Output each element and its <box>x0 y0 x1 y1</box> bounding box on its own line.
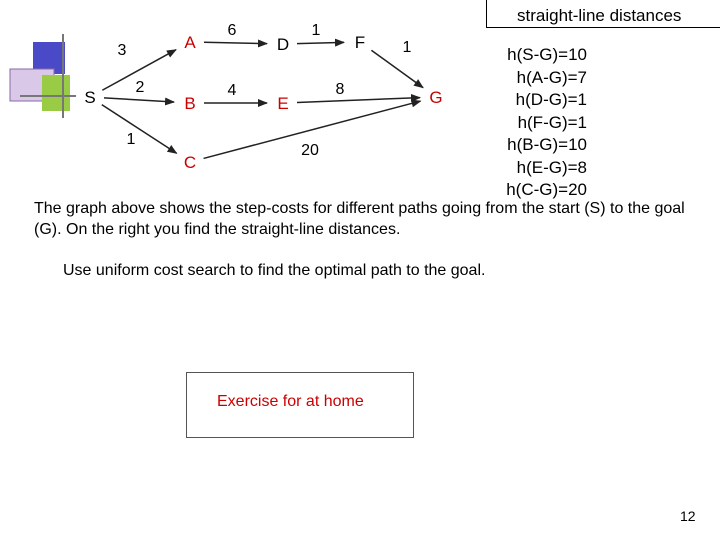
heuristic-item: h(C-G)=20 <box>506 180 587 199</box>
edge-cost-label: 2 <box>136 79 145 96</box>
edge-f-g <box>370 49 424 89</box>
edge-a-d <box>203 39 269 48</box>
heuristics-list: h(S-G)=10 h(A-G)=7 h(D-G)=1 h(F-G)=1 h(B… <box>487 44 587 202</box>
node-label: E <box>277 94 288 113</box>
node-label: F <box>355 33 365 52</box>
edge-cost-label: 8 <box>336 81 345 98</box>
heuristic-item: h(S-G)=10 <box>507 45 587 64</box>
edge-c-g <box>203 99 422 160</box>
node-s: S <box>76 83 104 111</box>
edge-s-b <box>103 97 176 106</box>
corner-decoration <box>9 34 100 118</box>
node-background <box>346 28 374 56</box>
node-background <box>422 83 450 111</box>
node-background <box>176 89 204 117</box>
graph-edges <box>101 38 424 160</box>
edge-cost-label: 6 <box>228 22 237 39</box>
node-e: E <box>269 89 297 117</box>
node-d: D <box>269 30 297 58</box>
heuristic-item: h(D-G)=1 <box>515 90 587 109</box>
node-label: A <box>184 33 196 52</box>
edge-d-f <box>296 38 346 47</box>
edge-cost-label: 1 <box>127 131 136 148</box>
edge-cost-label: 3 <box>118 42 127 59</box>
edge-cost-label: 1 <box>312 22 321 39</box>
page-number: 12 <box>680 508 696 524</box>
node-label: G <box>429 88 442 107</box>
heuristics-title: straight-line distances <box>517 6 682 25</box>
node-label: C <box>184 153 196 172</box>
node-background <box>176 148 204 176</box>
node-g: G <box>422 83 450 111</box>
task-instruction: Use uniform cost search to find the opti… <box>63 262 486 279</box>
graph-caption: The graph above shows the step-costs for… <box>34 200 685 238</box>
node-background <box>176 28 204 56</box>
edge-s-a <box>101 49 177 91</box>
heuristic-item: h(A-G)=7 <box>516 67 587 87</box>
node-a: A <box>176 28 204 56</box>
edge-e-g <box>296 93 422 104</box>
node-label: D <box>277 35 289 54</box>
exercise-label: Exercise for at home <box>217 393 364 410</box>
node-background <box>269 30 297 58</box>
node-f: F <box>346 28 374 56</box>
exercise-box: Exercise for at home <box>186 372 414 438</box>
edge-s-c <box>101 104 178 154</box>
deco-square-green <box>42 75 70 111</box>
graph-nodes: S A B C D E F G <box>76 28 450 176</box>
edge-cost-label: 4 <box>228 82 237 99</box>
node-c: C <box>176 148 204 176</box>
edge-cost-label: 20 <box>301 142 319 159</box>
search-graph: 3 2 1 6 4 1 8 1 20 S A B C D E F G <box>76 22 450 176</box>
node-background <box>76 83 104 111</box>
node-label: B <box>184 94 195 113</box>
node-label: S <box>84 88 95 107</box>
heuristic-item: h(B-G)=10 <box>507 135 587 154</box>
heuristics-header: straight-line distances <box>486 0 720 28</box>
graph-edge-costs: 3 2 1 6 4 1 8 1 20 <box>118 22 412 159</box>
heuristic-item: h(F-G)=1 <box>517 112 587 132</box>
heuristic-item: h(E-G)=8 <box>516 157 587 177</box>
node-background <box>269 89 297 117</box>
edge-cost-label: 1 <box>403 39 412 56</box>
node-b: B <box>176 89 204 117</box>
